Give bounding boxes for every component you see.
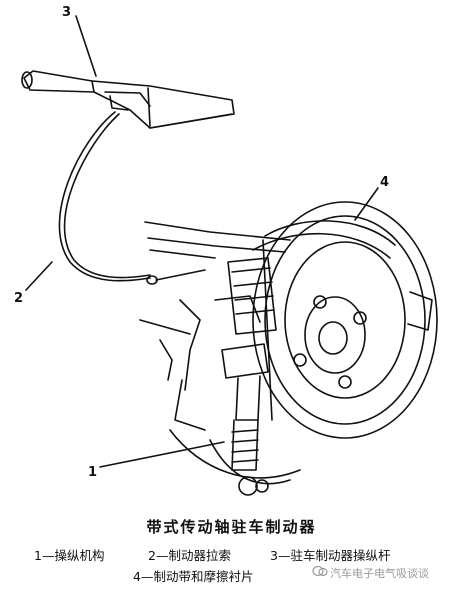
brake-cable bbox=[58, 111, 206, 285]
legend-item-4: 4—制动带和摩擦衬片 bbox=[133, 569, 254, 584]
legend-item-2: 2—制动器拉索 bbox=[148, 548, 231, 563]
leader-4 bbox=[354, 187, 379, 221]
callout-4: 4 bbox=[380, 175, 389, 190]
frame bbox=[139, 221, 301, 485]
leader-1 bbox=[99, 441, 225, 468]
leader-3 bbox=[75, 15, 97, 77]
leader-2 bbox=[25, 261, 53, 291]
legend-item-1: 1—操纵机构 bbox=[34, 548, 105, 563]
callout-1: 1 bbox=[88, 465, 97, 480]
brake-drum bbox=[252, 201, 438, 439]
legend-item-3: 3—驻车制动器操纵杆 bbox=[270, 548, 391, 563]
hand-lever bbox=[21, 70, 235, 129]
callout-2: 2 bbox=[14, 291, 23, 306]
operating-mechanism bbox=[214, 257, 277, 496]
watermark-logo-icon bbox=[312, 565, 328, 577]
figure-caption-title: 带式传动轴驻车制动器 bbox=[146, 518, 317, 536]
parking-brake-drawing: 3 4 2 1 bbox=[14, 5, 438, 496]
callout-3: 3 bbox=[62, 5, 71, 20]
watermark-text: 汽车电子电气吸谈谈 bbox=[330, 567, 429, 580]
